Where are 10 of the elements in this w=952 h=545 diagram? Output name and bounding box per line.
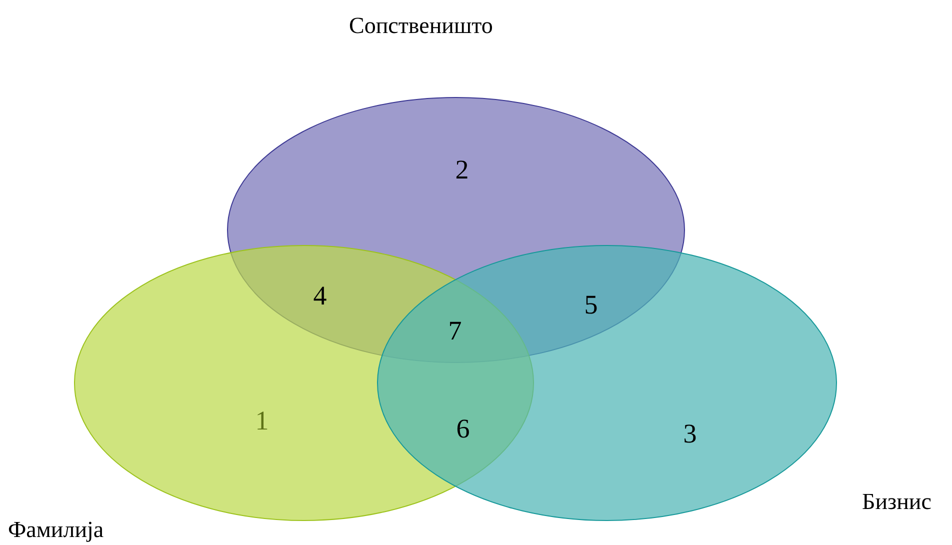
region-number: 1 (255, 408, 269, 434)
region-number: 3 (683, 420, 697, 448)
region-number: 6 (456, 416, 470, 442)
set-label: Бизнис (862, 490, 932, 513)
region-number: 4 (313, 282, 327, 310)
region-number: 7 (448, 318, 462, 344)
region-number: 5 (584, 292, 598, 318)
set-label: Сопственишто (349, 14, 493, 37)
set-label: Фамилија (8, 518, 104, 541)
region-number: 2 (455, 156, 469, 184)
